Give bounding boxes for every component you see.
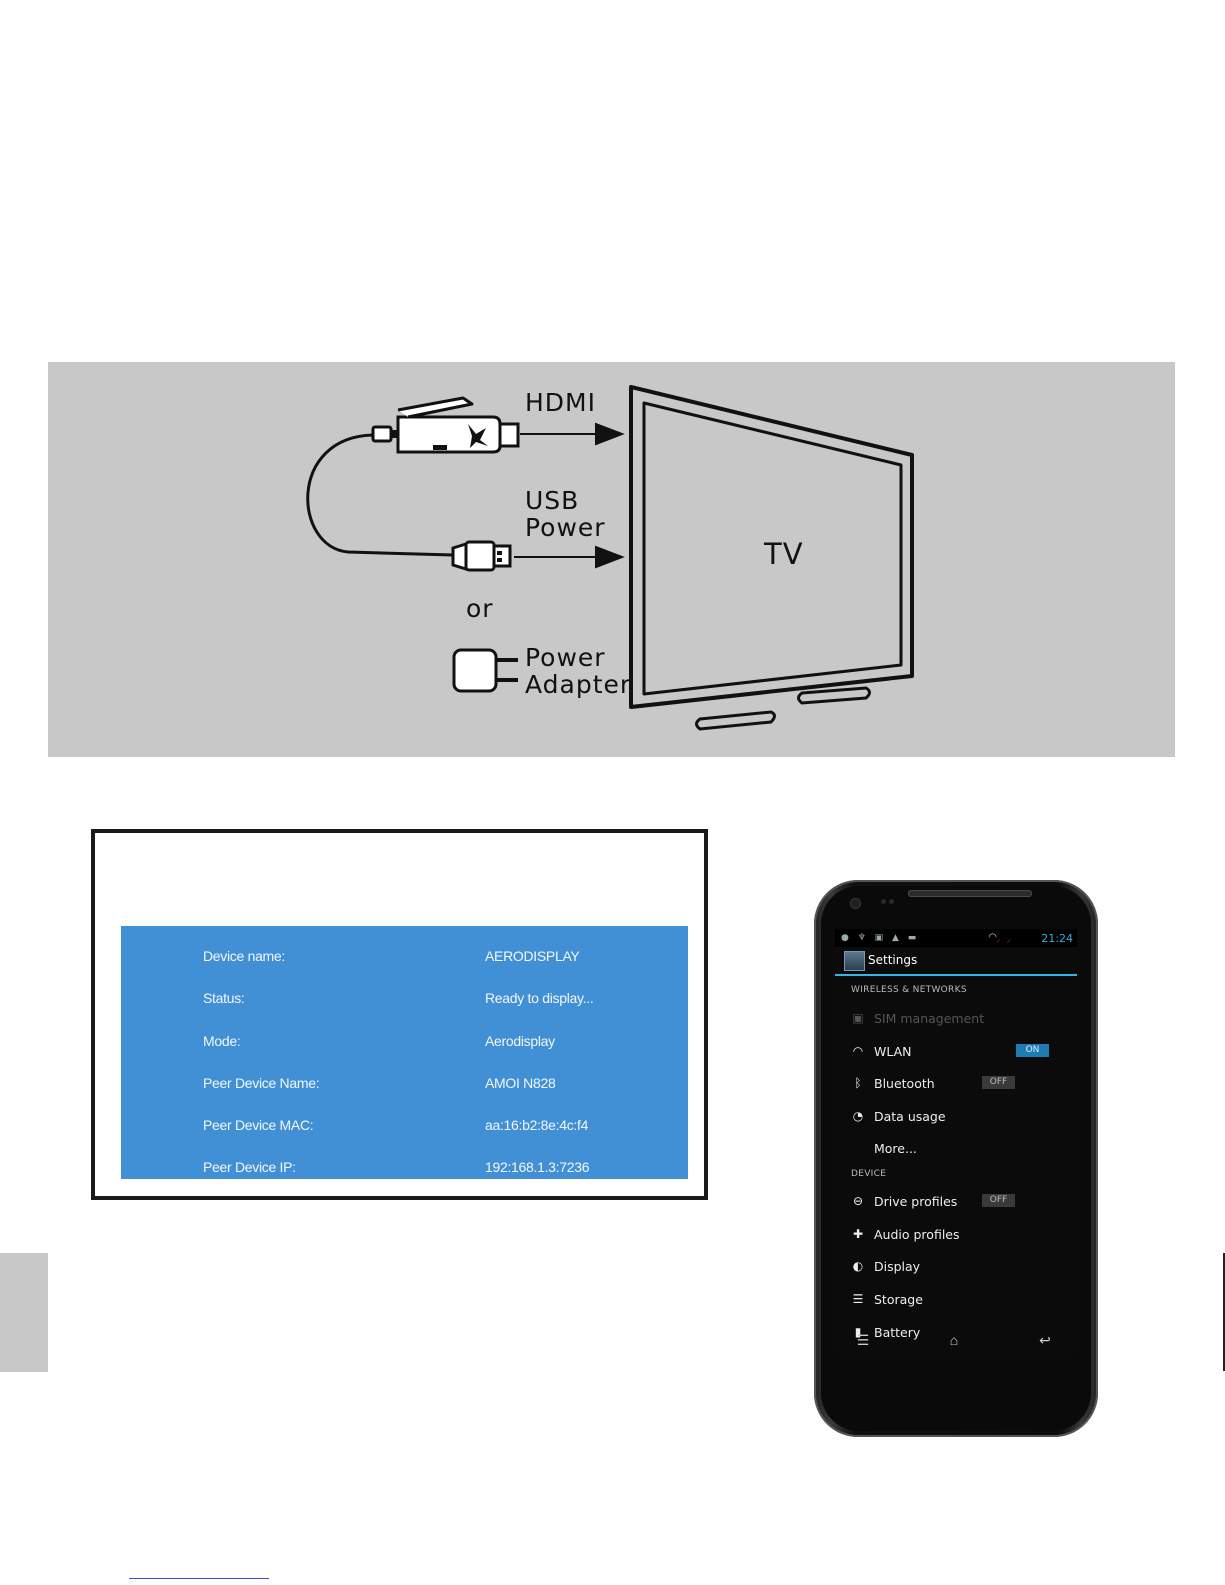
- info-key: Device name:: [203, 948, 285, 964]
- dongle-icon: [396, 396, 520, 454]
- tv-screen-edge: [642, 401, 903, 696]
- settings-item-label: WLAN: [874, 1044, 912, 1059]
- bluetooth-icon: ᛒ: [854, 1076, 862, 1090]
- tv-stand-right: [797, 686, 871, 705]
- tv-stand-left: [695, 710, 776, 731]
- usb-cable: [306, 433, 454, 557]
- settings-item-label: SIM management: [874, 1011, 985, 1026]
- home-icon[interactable]: ⌂: [949, 1332, 959, 1348]
- settings-item-display[interactable]: ◐ Display: [835, 1253, 1077, 1281]
- info-value: Aerodisplay: [485, 1033, 555, 1049]
- wlan-toggle[interactable]: ON: [1016, 1044, 1049, 1057]
- info-key: Peer Device IP:: [203, 1159, 296, 1175]
- back-icon[interactable]: ↩: [1039, 1332, 1051, 1348]
- app-title: Settings: [868, 953, 918, 967]
- signal-icon: ⸝⸝: [995, 935, 1017, 945]
- usb-label: USB: [525, 486, 580, 515]
- settings-item-audio-profiles[interactable]: ✚ Audio profiles: [835, 1221, 1077, 1249]
- settings-item-label: More...: [874, 1141, 917, 1156]
- info-value: 192:168.1.3:7236: [485, 1159, 590, 1175]
- arrow-hdmi: [520, 422, 625, 446]
- tv-frame: [629, 385, 914, 709]
- settings-item-drive-profiles[interactable]: ⊖ Drive profiles OFF: [835, 1188, 1077, 1216]
- settings-item-label: Data usage: [874, 1109, 946, 1124]
- wifi-status-icon: ◠: [988, 932, 997, 943]
- connection-diagram: HDMI USB Power TV or Power Adapter: [48, 362, 1175, 757]
- info-row-peer-ip: Peer Device IP: 192:168.1.3:7236: [121, 1152, 688, 1179]
- settings-item-battery[interactable]: ▮ Battery: [835, 1319, 1077, 1347]
- adapter-power-label: Power: [525, 643, 606, 672]
- bluetooth-toggle[interactable]: OFF: [982, 1076, 1015, 1089]
- info-key: Status:: [203, 990, 245, 1006]
- settings-item-sim: ▣ SIM management: [835, 1005, 1077, 1033]
- device-info-panel: Device name: AERODISPLAY Status: Ready t…: [121, 926, 688, 1179]
- section-header-wireless: WIRELESS & NETWORKS: [851, 985, 967, 995]
- settings-item-label: Bluetooth: [874, 1076, 935, 1091]
- status-time: 21:24: [1041, 932, 1073, 945]
- settings-item-label: Storage: [874, 1292, 923, 1307]
- settings-item-storage[interactable]: ☰ Storage: [835, 1286, 1077, 1314]
- action-bar: Settings: [835, 947, 1077, 976]
- status-bar: ● ♆ ▣ ▲ ▬ ◠ ⸝⸝ 21:24: [835, 929, 1077, 947]
- power-adapter-icon: [452, 648, 518, 693]
- hdmi-label: HDMI: [525, 388, 596, 417]
- settings-item-label: Battery: [874, 1325, 921, 1340]
- arrow-usb: [514, 545, 625, 569]
- battery-icon: ▮: [854, 1325, 862, 1339]
- drive-profiles-toggle[interactable]: OFF: [982, 1194, 1015, 1207]
- or-label: or: [466, 594, 494, 623]
- sim-icon: ▣: [852, 1011, 864, 1025]
- audio-profiles-icon: ✚: [852, 1227, 864, 1241]
- diagram-illustration: [306, 385, 914, 731]
- settings-item-label: Display: [874, 1259, 921, 1274]
- menu-icon[interactable]: ☰: [856, 1332, 870, 1348]
- tv-label: TV: [764, 537, 804, 571]
- info-value: AMOI N828: [485, 1075, 556, 1091]
- adapter-label: Adapter: [525, 670, 632, 699]
- drive-profiles-icon: ⊖: [852, 1194, 864, 1208]
- settings-item-more[interactable]: More...: [835, 1135, 1077, 1163]
- info-row-peer-name: Peer Device Name: AMOI N828: [121, 1068, 688, 1098]
- info-value: aa:16:b2:8e:4c:f4: [485, 1117, 589, 1133]
- front-camera: [850, 898, 861, 909]
- page-side-tab: [0, 1253, 48, 1372]
- earpiece-speaker: [908, 890, 1032, 897]
- info-row-mode: Mode: Aerodisplay: [121, 1026, 688, 1056]
- section-header-device: DEVICE: [851, 1169, 887, 1179]
- device-info-screenshot: Device name: AERODISPLAY Status: Ready t…: [91, 829, 708, 1200]
- proximity-sensor: [881, 899, 886, 904]
- info-key: Peer Device MAC:: [203, 1117, 314, 1133]
- notification-icons: ● ♆ ▣ ▲ ▬: [841, 933, 920, 943]
- light-sensor: [889, 899, 894, 904]
- info-value: AERODISPLAY: [485, 948, 580, 964]
- footer-rule: [129, 1578, 269, 1579]
- storage-icon: ☰: [852, 1292, 864, 1306]
- settings-item-bluetooth[interactable]: ᛒ Bluetooth OFF: [835, 1070, 1077, 1098]
- settings-item-wlan[interactable]: ◠ WLAN ON: [835, 1038, 1077, 1066]
- info-row-peer-mac: Peer Device MAC: aa:16:b2:8e:4c:f4: [121, 1110, 688, 1140]
- settings-item-data-usage[interactable]: ◔ Data usage: [835, 1103, 1077, 1131]
- phone-device: ● ♆ ▣ ▲ ▬ ◠ ⸝⸝ 21:24 Settings WIRELESS &…: [814, 880, 1098, 1437]
- usb-power-label: Power: [525, 513, 606, 542]
- settings-app-icon[interactable]: [844, 951, 865, 971]
- usb-plug-icon: [451, 540, 512, 572]
- wifi-icon: ◠: [852, 1044, 864, 1058]
- page-edge-mark: [1223, 1253, 1225, 1371]
- info-key: Peer Device Name:: [203, 1075, 320, 1091]
- info-row-status: Status: Ready to display...: [121, 983, 688, 1013]
- display-icon: ◐: [852, 1259, 864, 1273]
- info-row-device-name: Device name: AERODISPLAY: [121, 941, 688, 971]
- info-value: Ready to display...: [485, 990, 594, 1006]
- info-key: Mode:: [203, 1033, 241, 1049]
- settings-item-label: Drive profiles: [874, 1194, 958, 1209]
- settings-item-label: Audio profiles: [874, 1227, 960, 1242]
- phone-screen: ● ♆ ▣ ▲ ▬ ◠ ⸝⸝ 21:24 Settings WIRELESS &…: [835, 929, 1077, 1355]
- data-usage-icon: ◔: [852, 1109, 864, 1123]
